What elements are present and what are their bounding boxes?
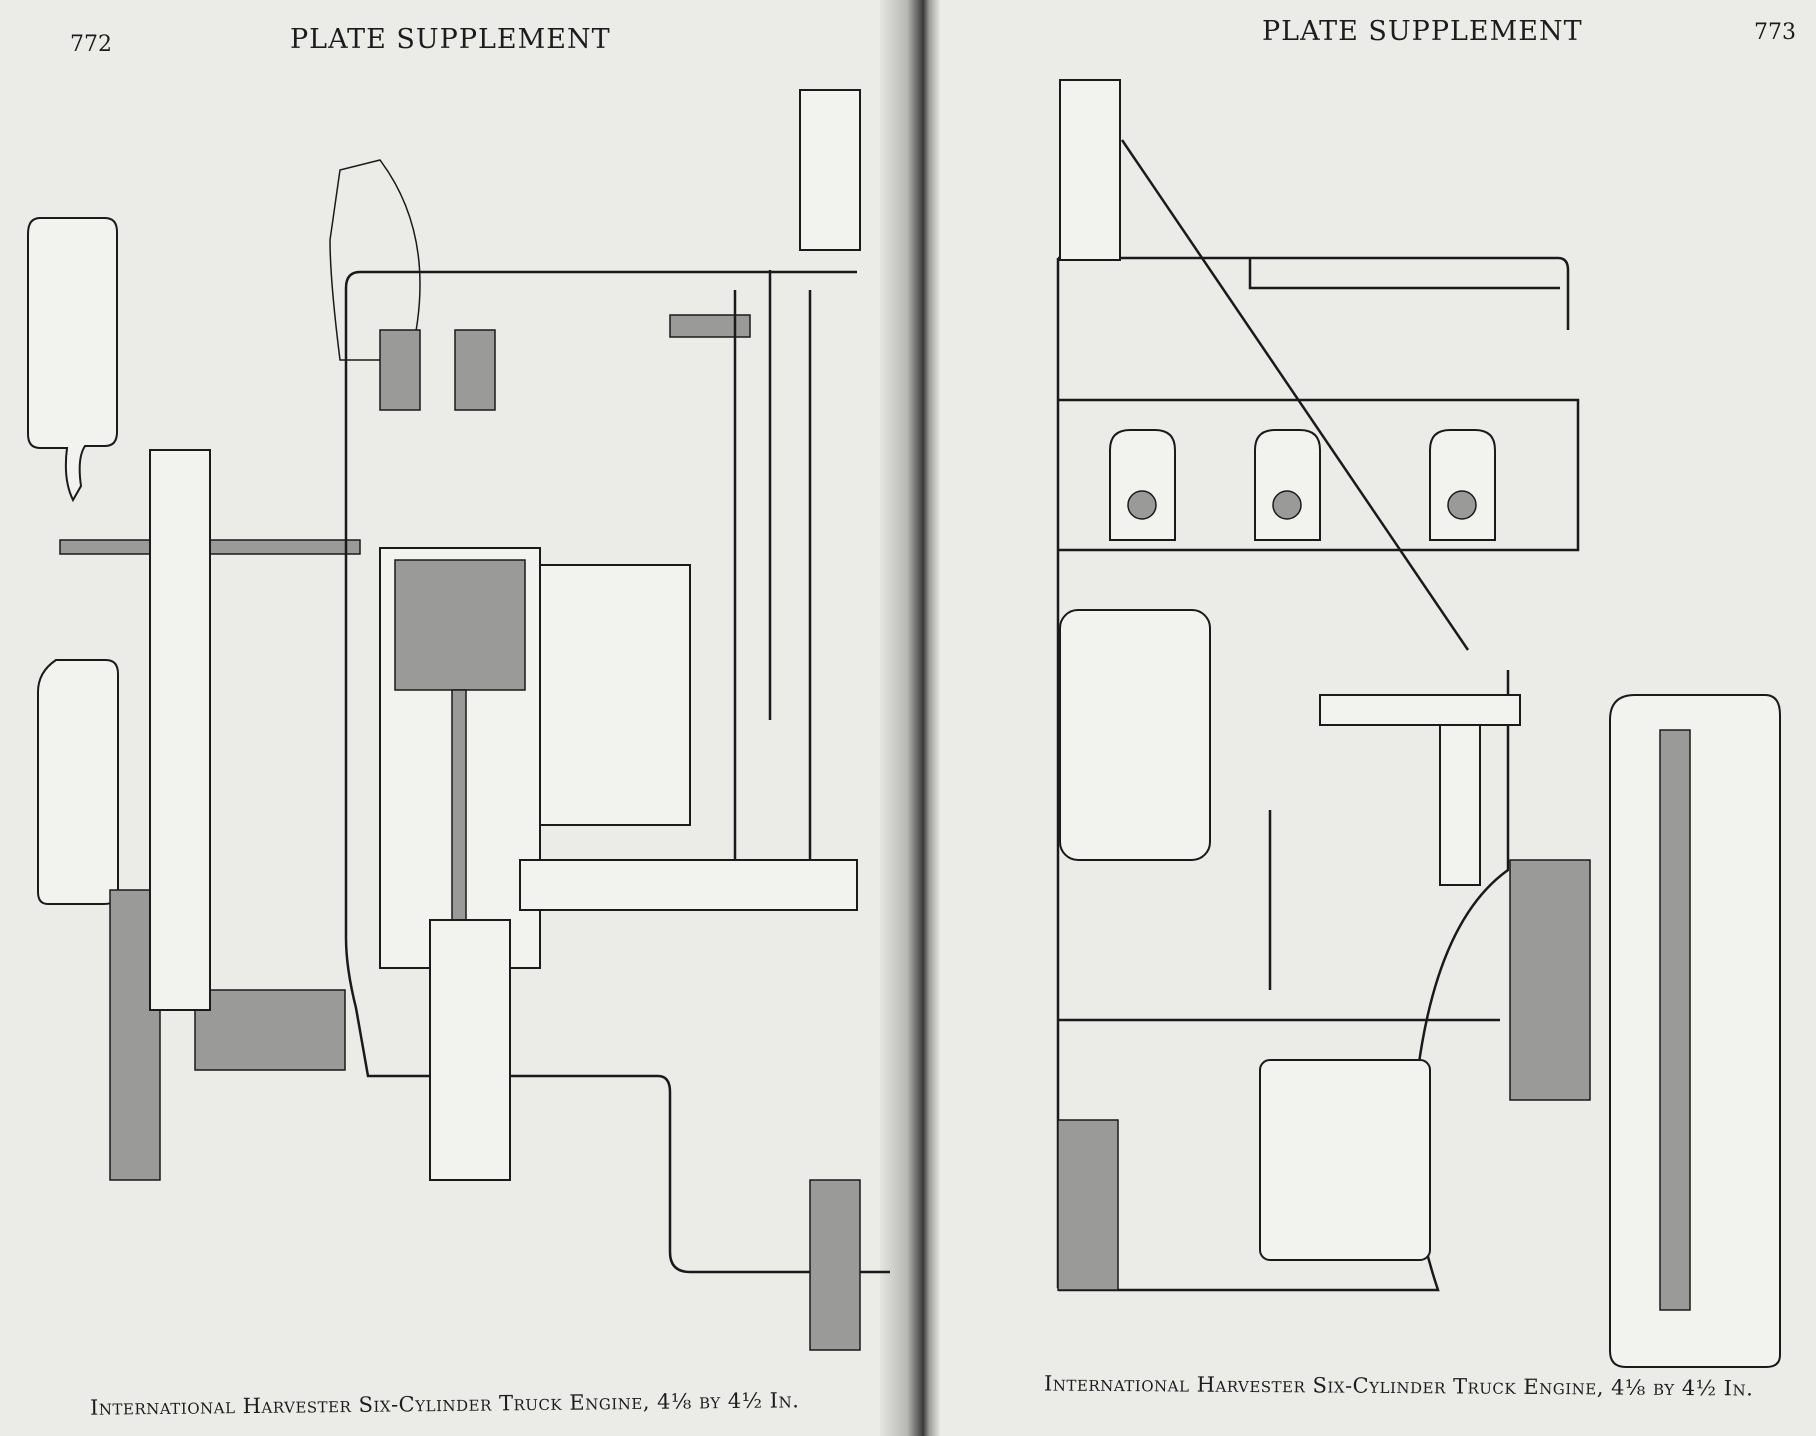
lower-gear-section [1057, 1119, 1119, 1291]
fan-pulley [149, 449, 211, 1011]
valve-springs [379, 314, 751, 411]
crank-throw [429, 919, 511, 1181]
piston [394, 559, 526, 691]
right-running-head: PLATE SUPPLEMENT [1262, 16, 1583, 47]
crankcase-outline [344, 270, 890, 1274]
left-engine-section-drawing [27, 89, 890, 1351]
right-engine-exterior-drawing [1056, 79, 1781, 1368]
flywheel-section [809, 1179, 861, 1351]
spark-plugs [1109, 429, 1496, 541]
carburetor [799, 89, 861, 251]
right-page-number: 773 [1754, 20, 1796, 45]
fuel-pump-bar [1319, 694, 1521, 726]
cylinder-head-band [1058, 398, 1580, 552]
left-running-head: PLATE SUPPLEMENT [290, 24, 611, 55]
crankshaft-rear-bearing [1509, 859, 1591, 1101]
oil-gauge-rod [1120, 139, 1470, 651]
block-outline [1056, 256, 1570, 1288]
oil-filter [1059, 609, 1211, 861]
book-gutter [880, 0, 940, 1436]
crankshaft-nose [194, 989, 346, 1071]
left-page-number: 772 [70, 32, 112, 57]
starter-motor [1259, 1059, 1431, 1261]
fuel-pump-stem [1439, 724, 1481, 886]
fan-blade-upper [27, 217, 118, 503]
flywheel-housing [1609, 694, 1781, 1368]
cylinder-2 [539, 564, 691, 826]
pushrods [733, 270, 812, 860]
flywheel-section [1659, 729, 1691, 1311]
carburetor [1059, 79, 1121, 261]
fan-blade-lower [37, 659, 119, 905]
crankshaft [519, 859, 858, 911]
